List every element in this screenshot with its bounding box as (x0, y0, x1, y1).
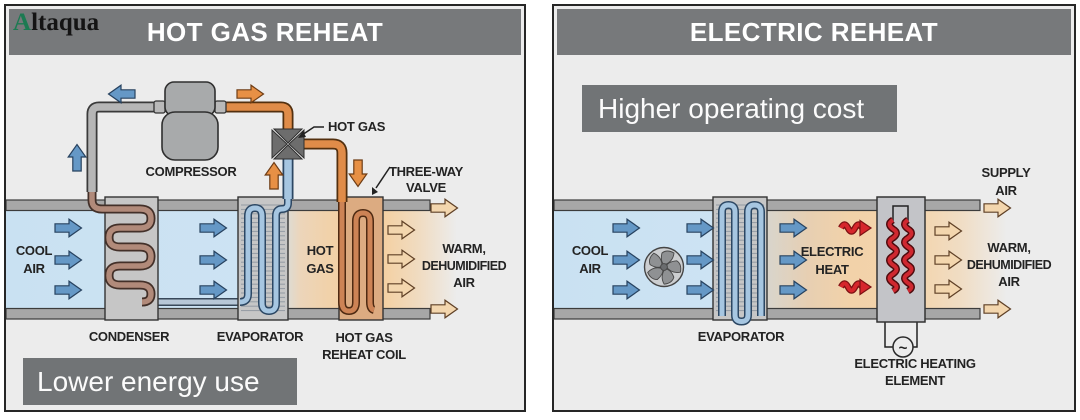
electric-heat-label-1: ELECTRIC (801, 244, 865, 259)
warm-air-label-1: WARM, (442, 241, 485, 256)
lower-energy-use-callout: Lower energy use (23, 358, 297, 405)
reheat-coil (338, 200, 376, 316)
heating-element-bracket (892, 205, 909, 221)
duct-bottom-rail (6, 307, 431, 320)
right-panel-title: ELECTRIC REHEAT (689, 16, 939, 47)
hot-gas-branch-pipe (302, 138, 348, 202)
evaporator-coil (239, 197, 292, 316)
suction-pipe (86, 101, 156, 192)
heating-element-coils (886, 216, 915, 295)
warm-air-label-2: DEHUMIDIFIED (422, 259, 507, 273)
warm-air-label-3: AIR (998, 274, 1020, 289)
right-header-bar: ELECTRIC REHEAT (557, 9, 1071, 55)
electric-heat-arrows (838, 219, 873, 296)
condenser-coil (87, 176, 156, 307)
heating-element-label-1: ELECTRIC HEATING (854, 356, 976, 371)
supply-fan (643, 246, 685, 288)
supply-air-label-2: AIR (995, 183, 1017, 198)
three-way-valve (271, 128, 305, 160)
warm-air-label-3: AIR (453, 275, 475, 290)
panel-hot-gas-reheat: Altaqua HOT GAS REHEAT (4, 4, 526, 412)
three-way-valve-label-1: THREE-WAY (389, 164, 464, 179)
panel-electric-reheat: ELECTRIC REHEAT (552, 4, 1076, 412)
hot-gas-pointer-arrow (298, 126, 324, 138)
discharge-pipe (224, 101, 294, 131)
altaqua-logo: Altaqua (13, 10, 99, 35)
three-way-valve-pointer-arrow (372, 166, 391, 195)
electric-reheat-diagram: ~ (554, 165, 1052, 388)
cool-air-label-1: COOL (16, 243, 53, 258)
logo-letter-a: A (13, 9, 32, 36)
three-way-valve-label-2: VALVE (406, 180, 447, 195)
hot-gas-pointer-label: HOT GAS (328, 119, 386, 134)
evaporator-label: EVAPORATOR (217, 329, 304, 344)
cool-air-label-2: AIR (23, 261, 45, 276)
duct-hot-gas-label-2: GAS (306, 261, 334, 276)
warm-air-label-2: DEHUMIDIFIED (967, 258, 1052, 272)
duct-hot-gas-label-1: HOT (307, 243, 334, 258)
electric-heat-label-2: HEAT (815, 262, 849, 277)
warm-air-label-1: WARM, (987, 240, 1030, 255)
compressor-label: COMPRESSOR (146, 164, 238, 179)
hot-gas-reheat-diagram: COMPRESSOR HOT GAS THREE-WAY VALVE COOL … (6, 81, 507, 362)
compressor (153, 81, 227, 161)
ac-power-source: ~ (892, 336, 914, 358)
lower-energy-use-text: Lower energy use (37, 365, 260, 397)
cool-air-label-2: AIR (579, 261, 601, 276)
reheat-coil-label-1: HOT GAS (335, 330, 393, 345)
cool-air-label-1: COOL (572, 243, 609, 258)
logo-rest: ltaqua (31, 9, 100, 36)
higher-operating-cost-callout: Higher operating cost (582, 85, 897, 132)
reheat-coil-box (338, 196, 384, 321)
reheat-coil-label-2: REHEAT COIL (322, 347, 406, 362)
evaporator-label: EVAPORATOR (698, 329, 785, 344)
heating-element-box (876, 196, 926, 323)
heating-element-label-2: ELEMENT (885, 373, 945, 388)
ac-symbol: ~ (899, 340, 908, 357)
left-panel-title: HOT GAS REHEAT (146, 16, 384, 47)
left-header-bar: HOT GAS REHEAT (9, 9, 521, 55)
supply-air-label-1: SUPPLY (981, 165, 1031, 180)
evaporator-coil (718, 200, 765, 326)
duct-top-rail (6, 199, 431, 212)
higher-operating-cost-text: Higher operating cost (598, 92, 865, 124)
condenser-label: CONDENSER (89, 329, 170, 344)
